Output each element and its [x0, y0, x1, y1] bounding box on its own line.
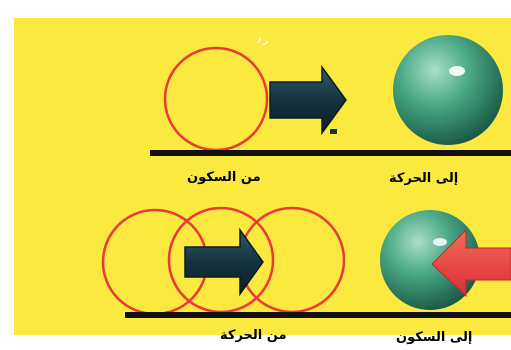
top-motion-label: إلى الحركة	[389, 171, 458, 187]
bottom-rest-label: إلى السكون	[396, 330, 472, 346]
bottom-motion-label: من الحركة	[220, 328, 287, 344]
top-ground-line	[150, 150, 511, 156]
sphere-icon	[393, 35, 503, 145]
bottom-ground-line	[125, 312, 511, 318]
top-rest-label: من السكون	[187, 170, 261, 186]
